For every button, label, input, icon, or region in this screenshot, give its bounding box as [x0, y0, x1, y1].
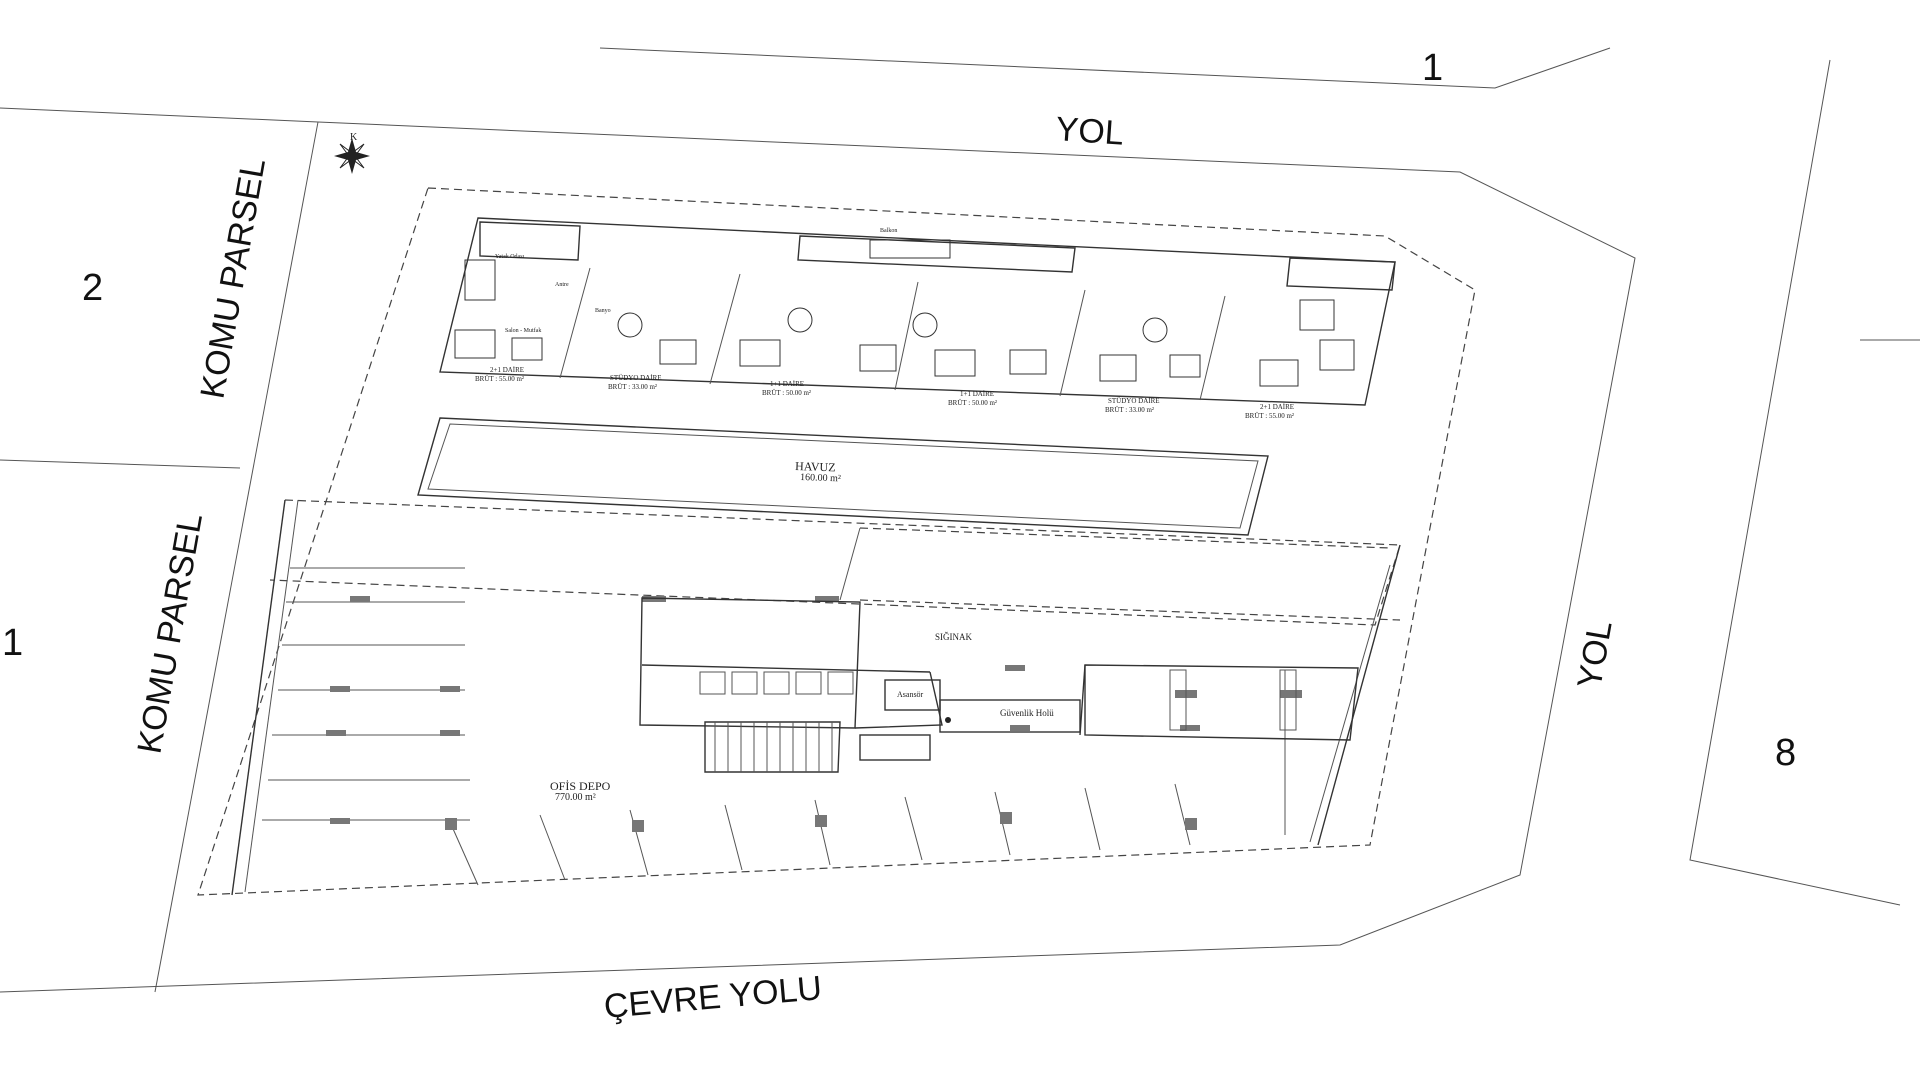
neighbor-label-lower: KOMU PARSEL	[130, 510, 210, 756]
elevator-label: Asansör	[897, 690, 924, 699]
unit-label: 1+1 DAİRE	[960, 390, 994, 398]
office-area: 770.00 m²	[555, 792, 596, 803]
unit-label: STÜDYO DAİRE	[610, 374, 662, 382]
pool-name: HAVUZ	[795, 459, 836, 474]
unit-label: 2+1 DAİRE	[1260, 403, 1294, 411]
core-block	[639, 597, 1359, 773]
parcel-number-left-upper: 2	[82, 267, 103, 309]
room-label: Antre	[555, 282, 569, 288]
north-label: K	[350, 132, 358, 143]
parcel-number-right: 8	[1775, 732, 1796, 774]
room-labels: Salon - Mutfak Yatak Odası Banyo Balkon …	[495, 228, 897, 334]
unit-label: 1+1 DAİRE	[770, 380, 804, 388]
room-label: Yatak Odası	[495, 254, 525, 260]
office-name: OFİS DEPO	[550, 779, 611, 793]
parcel-number-top-right: 1	[1422, 47, 1443, 89]
unit-area: BRÜT : 33.00 m²	[1105, 406, 1154, 414]
neighbor-label-upper: KOMU PARSEL	[193, 155, 273, 401]
unit-label: STÜDYO DAİRE	[1108, 397, 1160, 405]
unit-label: 2+1 DAİRE	[490, 366, 524, 374]
parking-bays	[262, 567, 1302, 886]
unit-area: BRÜT : 50.00 m²	[762, 389, 811, 397]
road-label-right: YOL	[1570, 618, 1619, 692]
pool-outline	[417, 417, 1269, 536]
parcel-boundary	[197, 187, 1476, 896]
shelter-label: SIĞINAK	[935, 632, 972, 642]
unit-labels: 2+1 DAİRE BRÜT : 55.00 m² STÜDYO DAİRE B…	[475, 366, 1294, 420]
residential-block	[439, 217, 1396, 406]
room-label: Balkon	[880, 228, 897, 234]
office-block	[231, 499, 1401, 896]
parcel-number-left-lower: 1	[2, 622, 23, 664]
unit-area: BRÜT : 55.00 m²	[475, 375, 524, 383]
road-label-bottom: ÇEVRE YOLU	[602, 969, 823, 1026]
unit-area: BRÜT : 50.00 m²	[948, 399, 997, 407]
road-label-top: YOL	[1054, 110, 1125, 153]
room-label: Banyo	[595, 308, 611, 314]
security-label: Güvenlik Holü	[1000, 708, 1054, 718]
unit-area: BRÜT : 33.00 m²	[608, 383, 657, 391]
road-boundaries	[0, 47, 1920, 993]
pool-area: 160.00 m²	[800, 472, 841, 484]
room-label: Salon - Mutfak	[505, 327, 541, 334]
north-arrow-icon	[334, 138, 370, 174]
unit-area: BRÜT : 55.00 m²	[1245, 412, 1294, 420]
